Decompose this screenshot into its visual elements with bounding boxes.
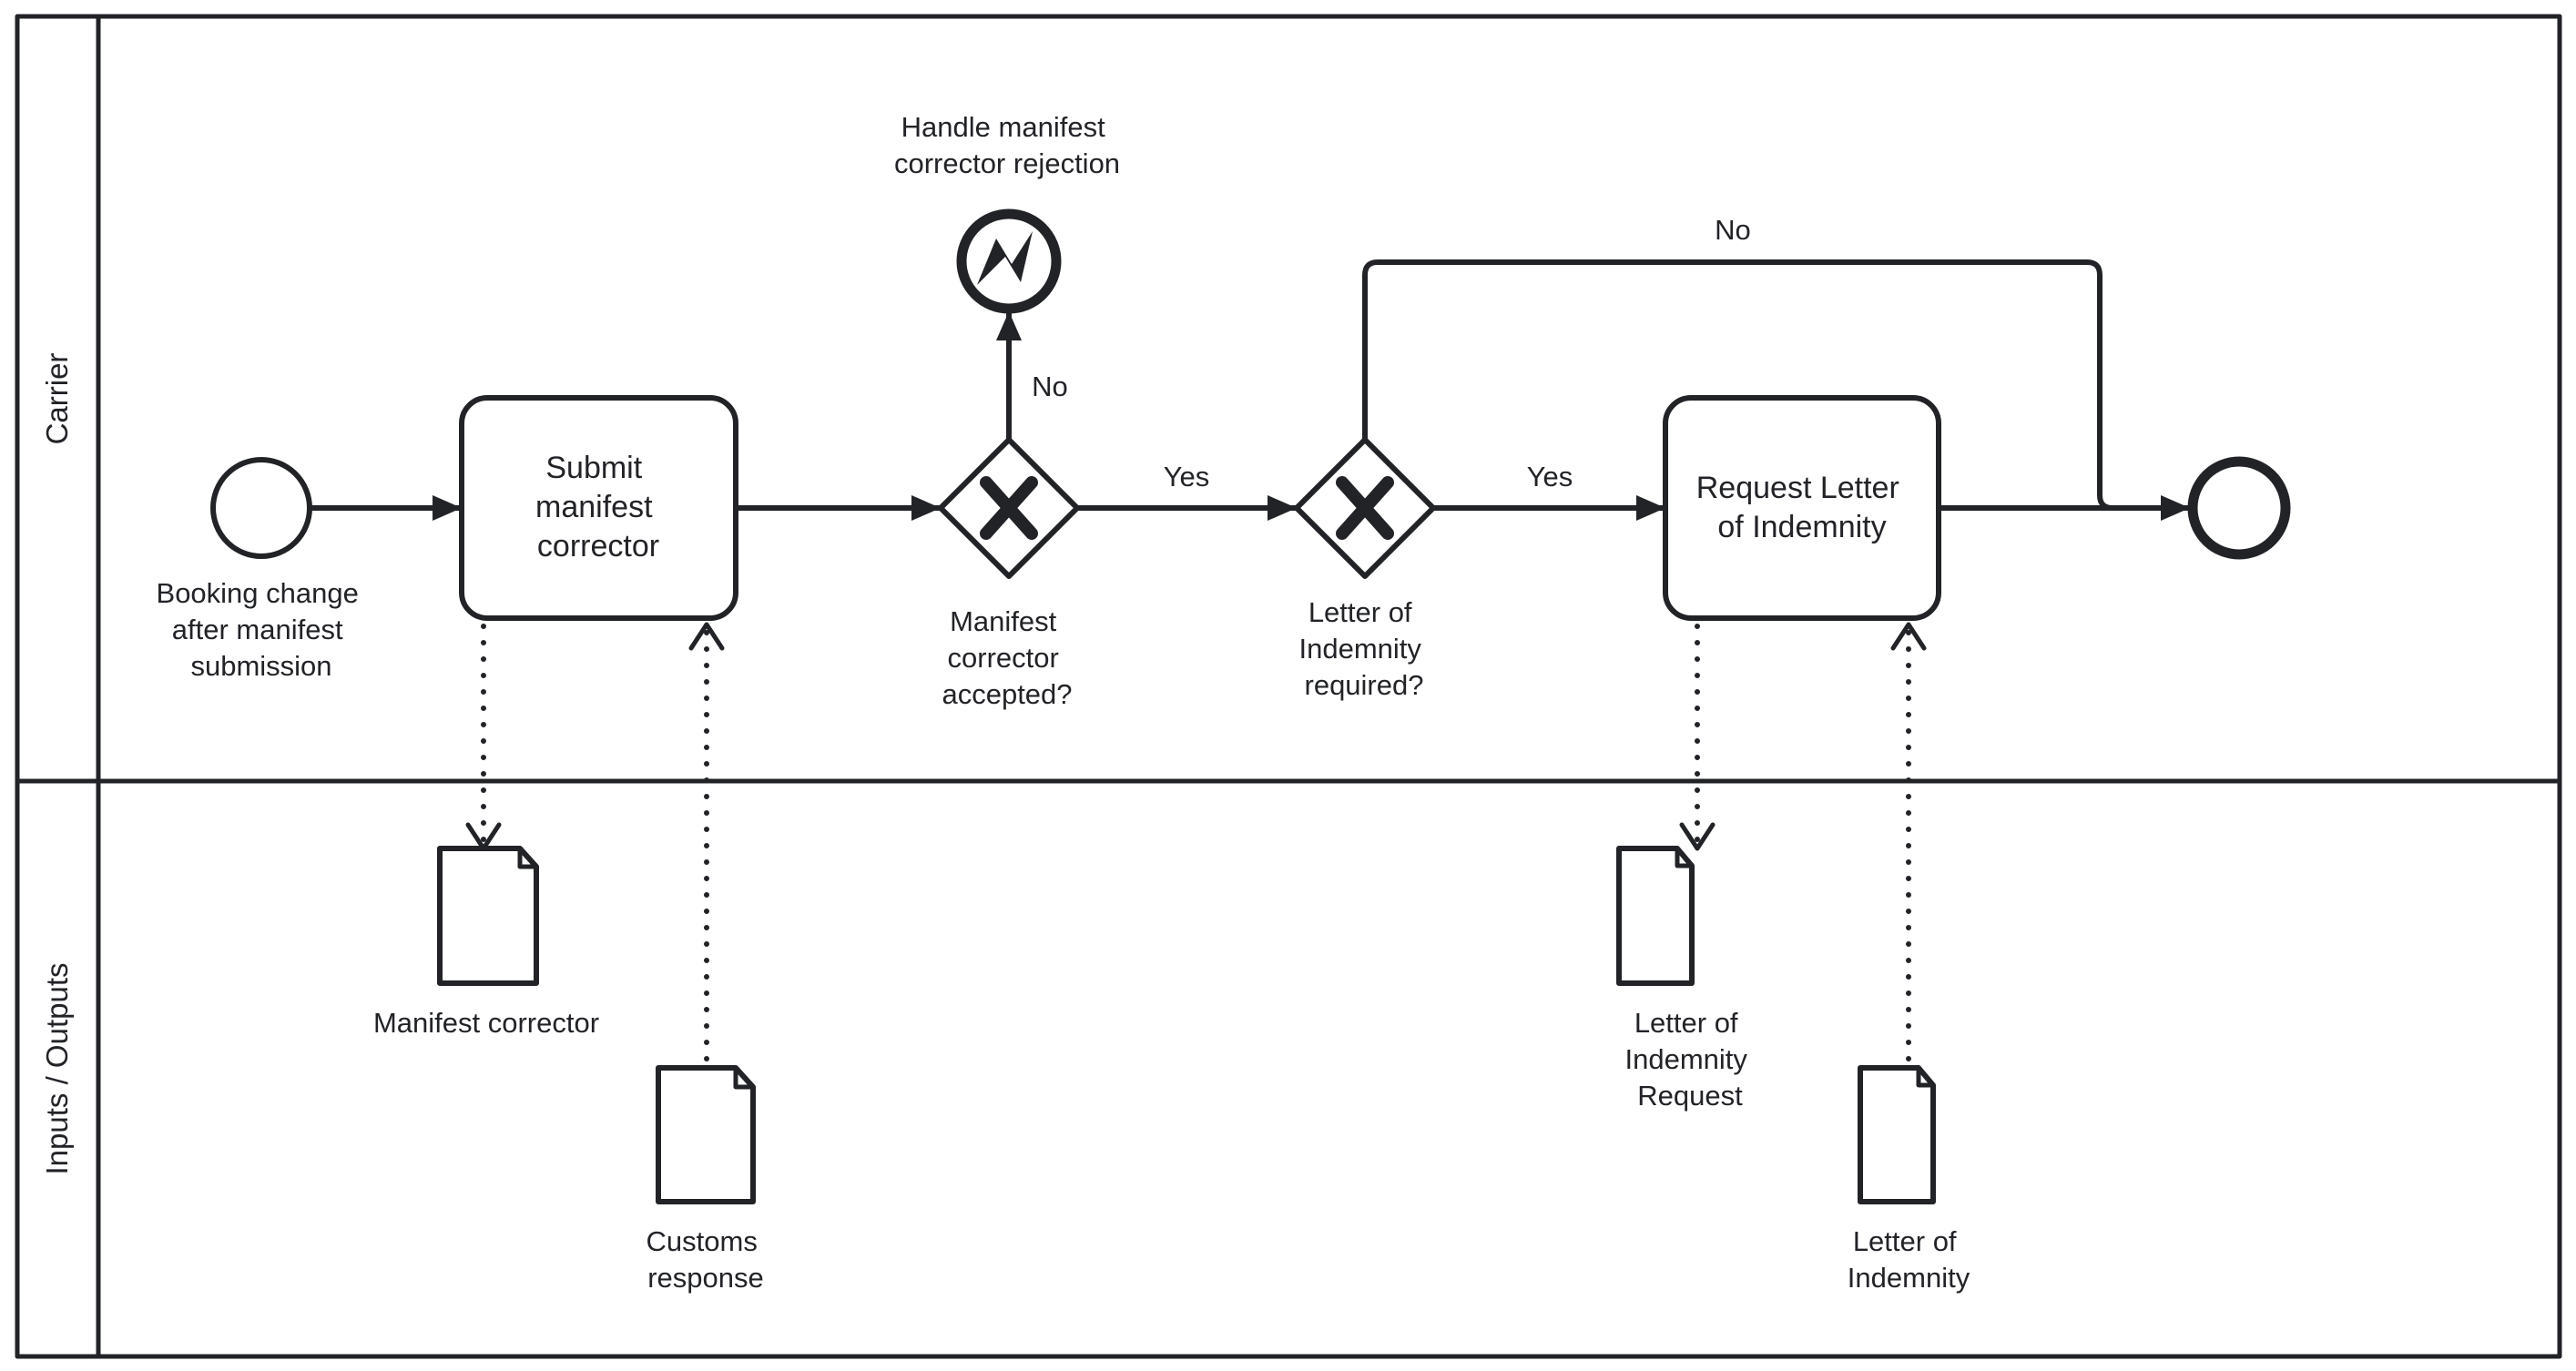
association-arrowhead bbox=[1890, 622, 1927, 651]
flow-label-loi-yes: Yes bbox=[1527, 461, 1573, 493]
task-request-loi-box bbox=[1663, 395, 1941, 621]
document-fold bbox=[517, 846, 539, 869]
end-event[interactable] bbox=[2187, 456, 2291, 560]
exclusive-x-icon bbox=[980, 476, 1038, 540]
end-event-circle bbox=[2187, 456, 2291, 560]
data-object-loi-request[interactable]: Letter of Indemnity Request bbox=[1616, 846, 1756, 1112]
lane-inputs-outputs[interactable]: Inputs / Outputs bbox=[40, 963, 74, 1175]
flow-label-accepted-yes: Yes bbox=[1164, 461, 1210, 493]
document-icon bbox=[1616, 846, 1695, 986]
data-object-loi[interactable]: Letter of Indemnity bbox=[1848, 1065, 1970, 1294]
document-icon bbox=[656, 1065, 756, 1204]
data-object-customs-response-label: Customs response bbox=[647, 1225, 766, 1294]
pool bbox=[15, 14, 2562, 1359]
task-request-loi[interactable]: Request Letter of Indemnity bbox=[1663, 395, 1941, 621]
gateway-manifest-accepted[interactable]: Manifest corrector accepted? bbox=[938, 437, 1080, 710]
pool-border bbox=[15, 14, 2562, 1359]
document-icon bbox=[1858, 1065, 1936, 1204]
lane-label-carrier: Carrier bbox=[40, 353, 74, 445]
data-associations bbox=[465, 622, 1927, 1061]
association-arrowhead bbox=[688, 622, 725, 651]
document-fold bbox=[733, 1065, 756, 1090]
association-arrowhead bbox=[1679, 822, 1716, 851]
gateway-loi-required[interactable]: Letter of Indemnity required? bbox=[1294, 437, 1436, 701]
error-end-label: Handle manifest corrector rejection bbox=[894, 111, 1120, 179]
data-object-loi-label: Letter of Indemnity bbox=[1848, 1225, 1970, 1294]
exclusive-x-icon bbox=[1336, 476, 1394, 540]
document-fold bbox=[1675, 846, 1695, 868]
document-fold bbox=[1916, 1065, 1936, 1088]
lightning-icon bbox=[977, 231, 1033, 285]
error-end-event[interactable]: Handle manifest corrector rejection bbox=[894, 111, 1120, 314]
lane-carrier[interactable]: Carrier bbox=[40, 353, 74, 445]
start-event-label: Booking change after manifest submission bbox=[157, 577, 367, 682]
lane-label-inputs-outputs: Inputs / Outputs bbox=[40, 963, 74, 1175]
flow-label-loi-no: No bbox=[1715, 214, 1751, 246]
data-object-manifest-corrector-label: Manifest corrector bbox=[373, 1007, 599, 1039]
gateway-accepted-label: Manifest corrector accepted? bbox=[942, 605, 1072, 710]
data-object-customs-response[interactable]: Customs response bbox=[647, 1065, 766, 1294]
flow-loi-no[interactable] bbox=[1362, 259, 2115, 511]
task-submit-box bbox=[459, 395, 738, 621]
document-icon bbox=[437, 846, 539, 986]
task-submit-manifest-corrector[interactable]: Submit manifest corrector bbox=[459, 395, 738, 621]
flow-label-accepted-no: No bbox=[1032, 371, 1068, 402]
data-object-loi-request-label: Letter of Indemnity Request bbox=[1624, 1007, 1755, 1112]
start-event-circle bbox=[210, 457, 312, 559]
start-event[interactable]: Booking change after manifest submission bbox=[157, 457, 367, 682]
task-request-loi-label: Request Letter of Indemnity bbox=[1696, 471, 1908, 544]
task-submit-label: Submit manifest corrector bbox=[535, 451, 661, 564]
sequence-flows bbox=[309, 259, 2193, 521]
data-object-manifest-corrector[interactable]: Manifest corrector bbox=[373, 846, 599, 1039]
gateway-loi-label: Letter of Indemnity required? bbox=[1298, 596, 1429, 701]
